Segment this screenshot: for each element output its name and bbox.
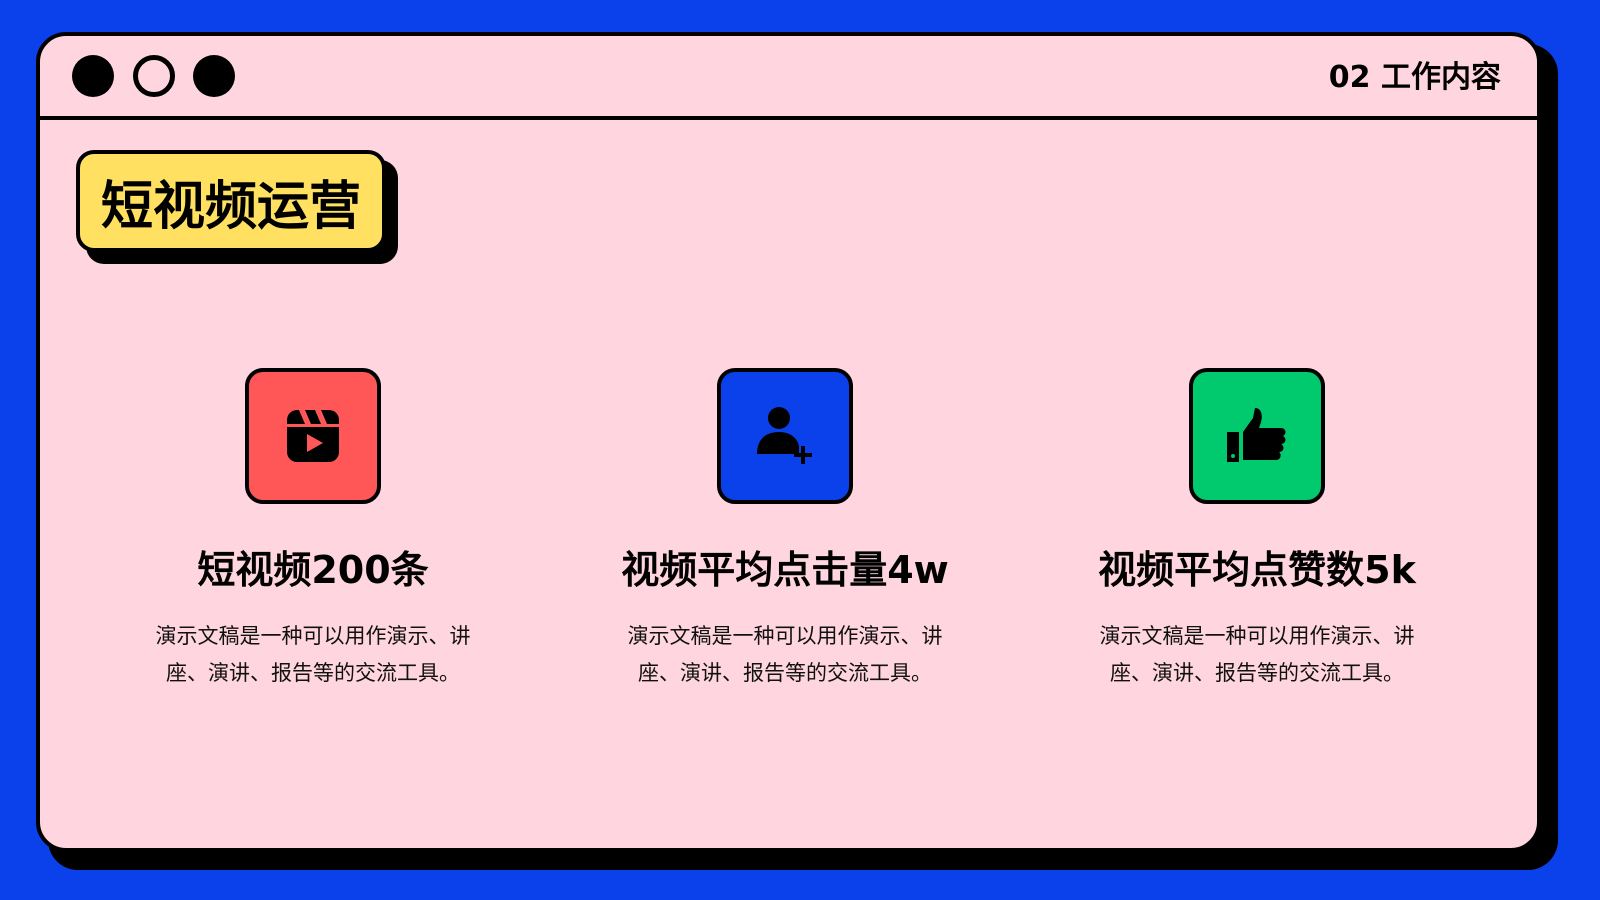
window-titlebar: 02 工作内容 <box>40 36 1537 120</box>
card-title: 视频平均点击量4w <box>621 548 949 592</box>
slide-window: 02 工作内容 短视频运营 短视频200条 演示文稿是一种可以用作演示、讲座、演… <box>36 32 1541 852</box>
card-description: 演示文稿是一种可以用作演示、讲座、演讲、报告等的交流工具。 <box>1099 624 1415 685</box>
page-section-label: 02 工作内容 <box>1328 60 1501 95</box>
window-dot-filled-2 <box>193 55 235 97</box>
stat-card-likes: 视频平均点赞数5k 演示文稿是一种可以用作演示、讲座、演讲、报告等的交流工具。 <box>1057 368 1457 692</box>
stat-card-clicks: 视频平均点击量4w 演示文稿是一种可以用作演示、讲座、演讲、报告等的交流工具。 <box>585 368 985 692</box>
window-dot-hollow <box>133 55 175 97</box>
card-title: 视频平均点赞数5k <box>1098 548 1416 592</box>
section-title: 短视频运营 <box>76 150 386 252</box>
card-description: 演示文稿是一种可以用作演示、讲座、演讲、报告等的交流工具。 <box>155 624 471 685</box>
card-title: 短视频200条 <box>197 548 429 592</box>
stat-card-videos: 短视频200条 演示文稿是一种可以用作演示、讲座、演讲、报告等的交流工具。 <box>113 368 513 692</box>
add-user-icon <box>717 368 853 504</box>
window-dot-filled-1 <box>72 55 114 97</box>
video-reels-icon <box>245 368 381 504</box>
card-description: 演示文稿是一种可以用作演示、讲座、演讲、报告等的交流工具。 <box>627 624 943 685</box>
thumbs-up-icon <box>1189 368 1325 504</box>
